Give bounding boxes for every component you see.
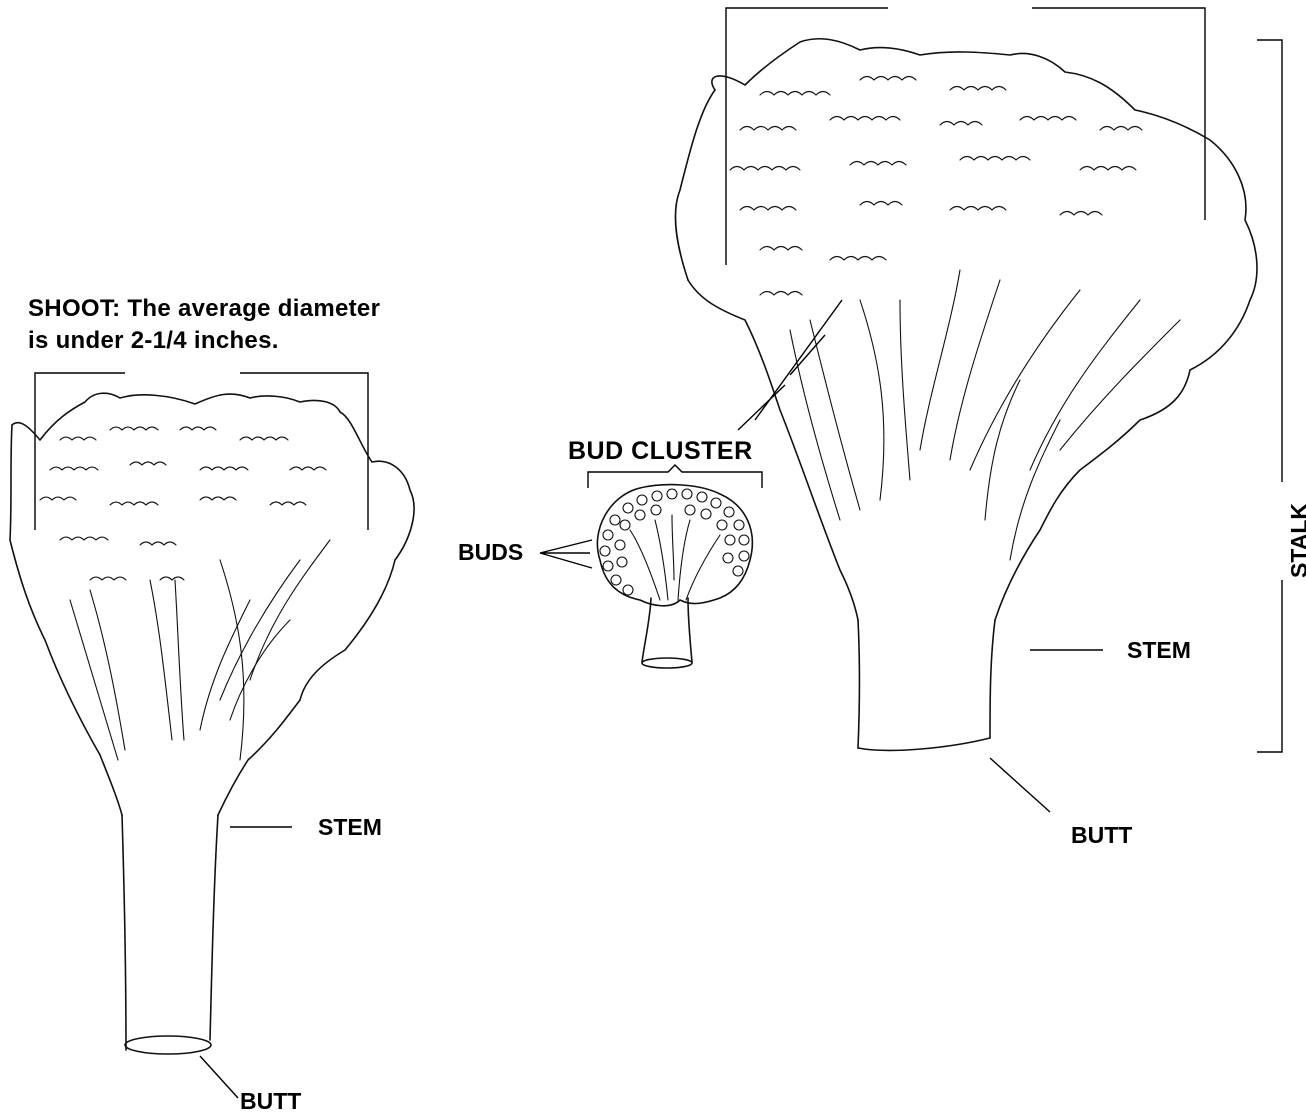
buds-label: BUDS [458,539,523,566]
shoot-caption: SHOOT: The average diameter is under 2-1… [28,293,380,357]
shoot-caption-line-2: is under 2-1/4 inches. [28,325,380,357]
right-stem-label: STEM [1127,637,1191,664]
bud-cluster-stem [642,598,692,662]
right-shoot-bracket [726,8,1205,265]
left-butt-label: BUTT [240,1088,301,1115]
left-butt-end [125,1036,211,1054]
bud-cluster-branches [630,515,720,600]
left-branch-lines [70,540,330,760]
bud-cluster-illustration [540,465,762,668]
left-head-outline [12,393,414,815]
right-butt-label: BUTT [1071,822,1132,849]
right-head-outline [675,39,1257,620]
left-shoot-diameter-bracket [35,373,368,530]
right-floret-texture [730,77,1142,296]
right-stem [858,620,995,748]
left-butt-leader [200,1056,238,1098]
right-butt-leader [990,758,1050,812]
bud-cluster-stem-end [642,658,692,668]
stalk-measure-bracket [1257,40,1282,752]
left-stem [122,815,218,1050]
shoot-caption-line-1: SHOOT: The average diameter [28,293,380,325]
right-branch-lines [790,270,1180,560]
left-head-left-edge [10,425,122,815]
right-butt-end [858,738,990,750]
stalk-label: STALK [1286,503,1306,578]
buds-leader-lines [540,540,592,568]
left-stem-label: STEM [318,814,382,841]
bud-cluster-pointer-lines [738,300,842,430]
left-floret-texture [40,427,326,580]
bud-cluster-label: BUD CLUSTER [568,437,753,466]
right-broccoli-illustration [675,8,1282,812]
left-broccoli-illustration [10,373,414,1098]
